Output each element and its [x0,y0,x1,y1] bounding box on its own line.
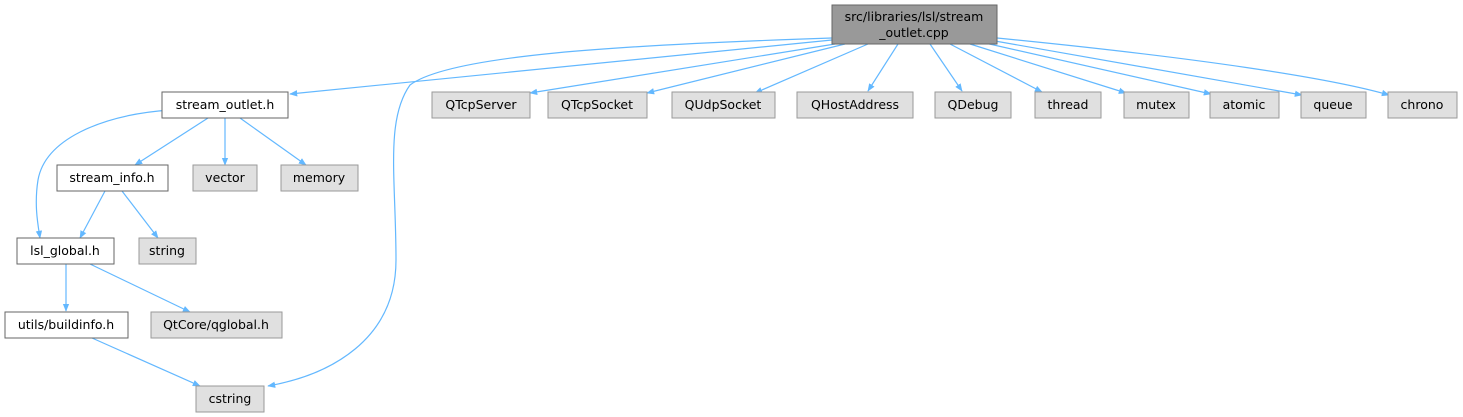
node-thread[interactable]: thread [1034,91,1102,119]
node-stream-outlet-h[interactable]: stream_outlet.h [161,91,289,119]
edge-root-atomic [984,42,1212,96]
node-atomic[interactable]: atomic [1209,91,1280,119]
node-utils-buildinfo-h[interactable]: utils/buildinfo.h [4,311,129,339]
node-qdebug[interactable]: QDebug [934,91,1012,119]
edge-root-qdebug [929,43,963,92]
node-label: mutex [1136,97,1176,112]
node-label: memory [293,170,346,185]
edge-stream_outlet_h-lsl_global_h [35,109,171,239]
node-label: chrono [1401,97,1444,112]
edge-buildinfo_h-cstring [91,337,201,387]
edge-root-qudpsocket [754,43,869,94]
node-qtcpsocket[interactable]: QTcpSocket [547,91,648,119]
node-vector[interactable]: vector [192,164,258,192]
node-queue[interactable]: queue [1300,91,1367,119]
edge-root-qhostaddress [867,43,899,92]
edge-root-stream_outlet_h [289,39,833,97]
edge-stream_info_h-string [121,190,159,239]
edge-stream_outlet_h-stream_info_h [134,117,209,166]
node-mutex[interactable]: mutex [1123,91,1190,119]
node-label: QHostAddress [811,97,899,112]
edge-root-qtcpserver [529,43,836,96]
node-label: atomic [1223,97,1266,112]
node-label: string [149,243,185,258]
node-label: queue [1313,97,1352,112]
node-memory[interactable]: memory [280,164,359,192]
root-node-label-line-1: src/libraries/lsl/stream [845,9,984,24]
edge-root-thread [949,43,1043,93]
node-label: lsl_global.h [30,243,100,258]
node-label: QTcpSocket [561,97,633,112]
edge-lsl_global_h-qglobal [89,263,191,313]
node-label: QUdpSocket [685,97,762,112]
edge-root-cstring [267,37,833,388]
node-stream-info-h[interactable]: stream_info.h [56,164,169,192]
edge-root-queue [994,40,1303,97]
edge-root-mutex [969,43,1127,94]
node-string[interactable]: string [138,237,197,265]
edges [35,37,1390,388]
root-node-label-line-2: _outlet.cpp [878,25,949,40]
node-label: stream_info.h [69,170,154,185]
node-label: thread [1048,97,1089,112]
node-qtcore-qglobal-h[interactable]: QtCore/qglobal.h [150,311,283,339]
edge-stream_outlet_h-memory [239,117,307,166]
node-label: QDebug [948,97,999,112]
node-label: vector [205,170,246,185]
node-label: cstring [209,391,252,406]
edge-stream_info_h-lsl_global_h [79,190,106,239]
node-label: stream_outlet.h [176,97,275,112]
node-cstring[interactable]: cstring [195,385,265,413]
node-label: utils/buildinfo.h [18,317,114,332]
root-node-stream-outlet-cpp[interactable]: src/libraries/lsl/stream _outlet.cpp [831,4,998,45]
node-label: QtCore/qglobal.h [163,317,269,332]
node-qhostaddress[interactable]: QHostAddress [796,91,914,119]
edge-root-qtcpsocket [646,43,846,95]
edge-root-chrono [996,37,1390,97]
node-lsl-global-h[interactable]: lsl_global.h [16,237,115,265]
node-label: QTcpServer [445,97,517,112]
node-qtcpserver[interactable]: QTcpServer [431,91,531,119]
node-qudpsocket[interactable]: QUdpSocket [671,91,776,119]
node-chrono[interactable]: chrono [1387,91,1458,119]
